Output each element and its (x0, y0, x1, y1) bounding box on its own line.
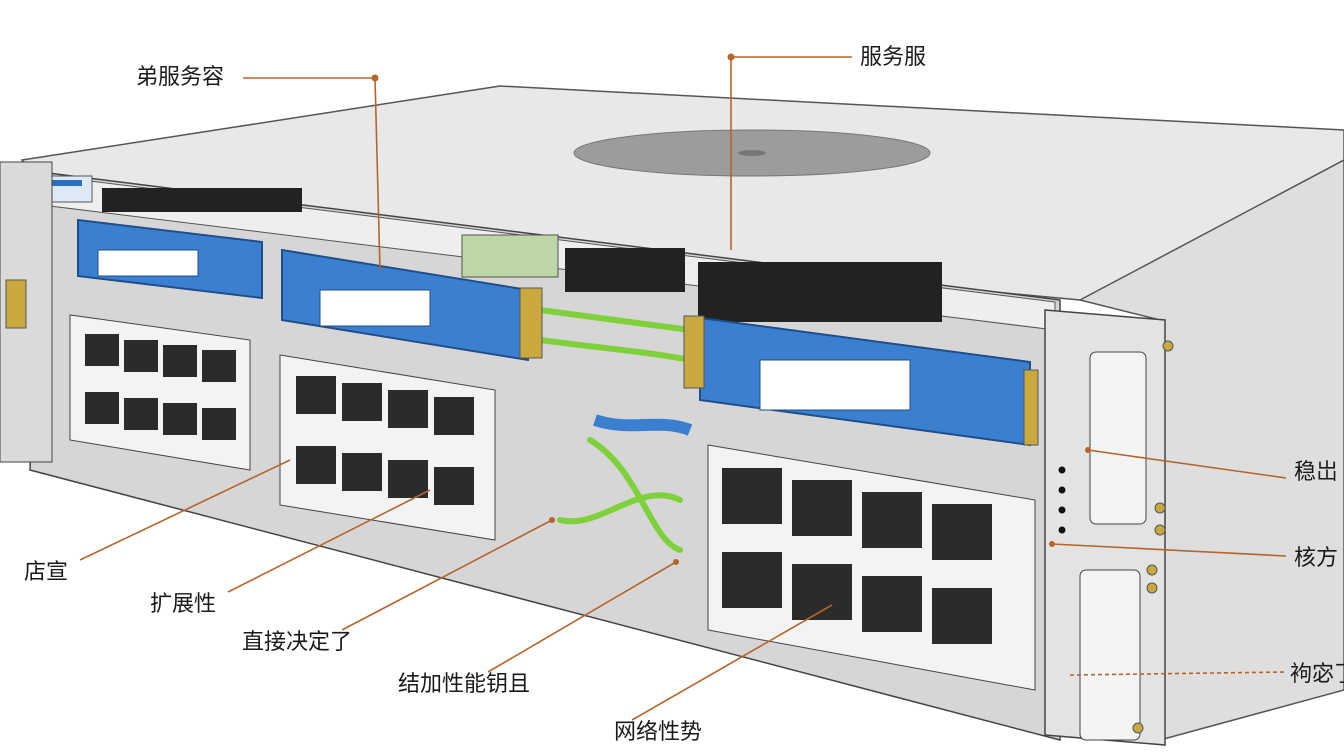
callout-left-1: 店宣 (24, 560, 69, 585)
callout-right-2: 核方 (1294, 546, 1339, 571)
chassis-right-side (1077, 159, 1344, 741)
port-block-1 (69, 314, 251, 471)
green-cables (537, 307, 693, 553)
callout-left-3: 直接决定了 (242, 630, 353, 655)
handle-top (1089, 351, 1147, 525)
blue-module-center (281, 248, 543, 362)
callout-bottom-2: 网络性势 (614, 720, 703, 745)
handle-bottom (1079, 569, 1141, 741)
port-block-2 (279, 354, 496, 541)
callout-right-1: 稳岀 (1294, 460, 1339, 485)
callout-top-center: 服务服 (860, 45, 927, 70)
callout-right-3: 袧宓了 (1290, 662, 1344, 687)
callout-left-2: 扩展性 (150, 592, 217, 617)
callout-top-left: 弟服务容 (136, 65, 225, 90)
blue-module-right (683, 315, 1039, 447)
blue-cables (593, 414, 693, 436)
blue-module-left (77, 218, 263, 300)
leader-lines (79, 53, 1287, 721)
callout-bottom-1: 结加性能钥且 (398, 672, 531, 697)
